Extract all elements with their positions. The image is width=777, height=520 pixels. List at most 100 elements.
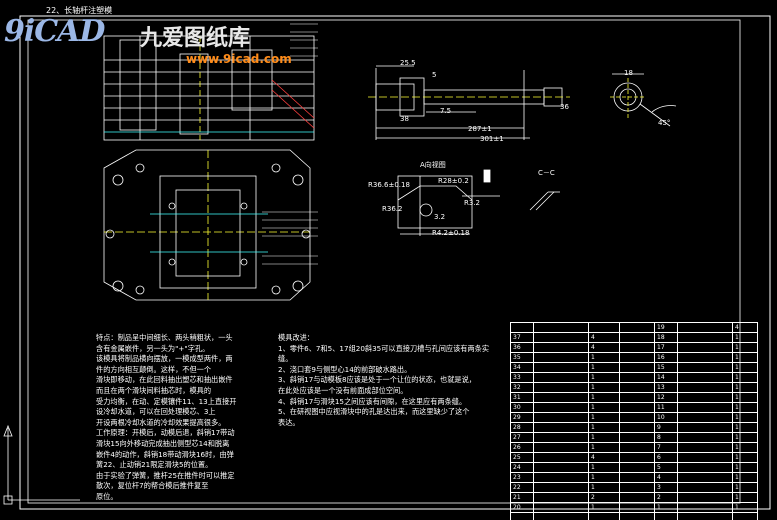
bom-cell: 20 [510,502,534,513]
bom-cell: 1 [732,362,758,373]
bom-cell: 32 [510,382,534,393]
bom-cell: 15 [654,362,678,373]
note-line: 设冷却水道，可以在回处理模芯、3上 [96,407,216,417]
bom-cell: 1 [732,432,758,443]
bom-cell [533,362,589,373]
bom-cell [677,502,733,513]
bom-cell [533,382,589,393]
bom-cell: 31 [510,392,534,403]
view-a [397,169,500,236]
bom-cell: 1 [588,372,620,383]
bom-cell: 6 [654,452,678,463]
dim-3-2: 3.2 [434,213,446,221]
note-line: 含有金属嵌件，另一头为"+"字孔。 [96,343,210,353]
bom-cell [619,392,655,403]
bom-cell [677,352,733,363]
bom-cell [677,472,733,483]
bom-cell [619,462,655,473]
note-line: 滑块即移动，在此回料抽出塑芯和抽出嵌件 [96,375,233,385]
bom-cell [533,482,589,493]
bom-cell [533,422,589,433]
bom-cell: 11 [654,402,678,413]
dim-25-5: 25.5 [400,59,416,67]
dim-r36-6: R36.6±0.18 [368,181,410,189]
bom-cell [533,402,589,413]
bom-cell: 30 [510,402,534,413]
bom-cell [619,382,655,393]
note-line: 工作原理：开模后，动模后退，斜销17带动 [96,428,235,438]
bom-cell [619,322,655,333]
view-a-label: A向视图 [420,161,446,169]
bom-cell: 34 [510,362,534,373]
bom-cell: 4 [588,332,620,343]
bom-cell: 7 [654,442,678,453]
bom-cell [533,512,589,520]
section-c-c [529,191,560,211]
bom-cell [677,412,733,423]
bom-cell [533,472,589,483]
bom-cell [619,372,655,383]
bom-cell [677,452,733,463]
bom-cell [619,502,655,513]
bom-cell: 16 [654,352,678,363]
bom-cell [677,402,733,413]
dim-7-5: 7.5 [440,107,452,115]
inner-frame [27,19,741,504]
bom-cell [677,372,733,383]
bom-cell: 1 [588,462,620,473]
bom-cell [677,442,733,453]
bom-cell [619,412,655,423]
bom-cell [588,512,620,520]
note-line: 1、零件6、7和5、17组20斜35可以直接刀槽与孔间应该有两条实缝。 [278,343,490,364]
notes-heading: 模具改进： [278,333,314,342]
dim-36: 36 [560,103,569,111]
bom-cell [654,512,678,520]
site-url: www.9icad.com [186,52,292,66]
bom-cell [619,512,655,520]
dim-301: 301±1 [480,135,504,143]
outer-frame [19,15,771,510]
mold-section-view [103,35,315,141]
bom-cell: 25 [510,452,534,463]
bom-cell [677,492,733,503]
section-callouts [290,23,318,57]
shaft-end-view [610,73,677,127]
bom-cell: 9 [654,422,678,433]
bom-cell [677,462,733,473]
bom-cell [677,512,733,520]
ucs-icon [3,424,80,505]
bom-cell [533,442,589,453]
bom-cell: 1 [732,402,758,413]
note-line: 簧22、止动销21限定滑块5的位置。 [96,460,213,470]
bom-cell [533,412,589,423]
bom-cell: 1 [588,432,620,443]
bom-cell: 1 [588,392,620,403]
bom-cell [619,492,655,503]
bom-cell: 1 [732,502,758,513]
left-notes: 特点：制品呈中间细长、两头稍粗状，一头 含有金属嵌件，另一头为"+"字孔。 该模… [96,333,276,503]
dim-r3-2: R3.2 [464,199,480,207]
dim-r28: R28±0.2 [438,177,469,185]
bom-cell [619,352,655,363]
bom-cell: 27 [510,432,534,443]
bom-cell [533,432,589,443]
bom-cell [533,462,589,473]
bom-cell: 1 [732,482,758,493]
bom-cell: 1 [588,352,620,363]
bom-cell [677,392,733,403]
bom-cell: 1 [588,472,620,483]
bom-cell [619,342,655,353]
mold-plan-view [103,149,311,301]
bom-cell: 1 [732,372,758,383]
dim-r36-2: R36.2 [382,205,403,213]
site-logo-chinese: 九爱图纸库 [140,26,251,51]
bom-cell: 1 [654,502,678,513]
